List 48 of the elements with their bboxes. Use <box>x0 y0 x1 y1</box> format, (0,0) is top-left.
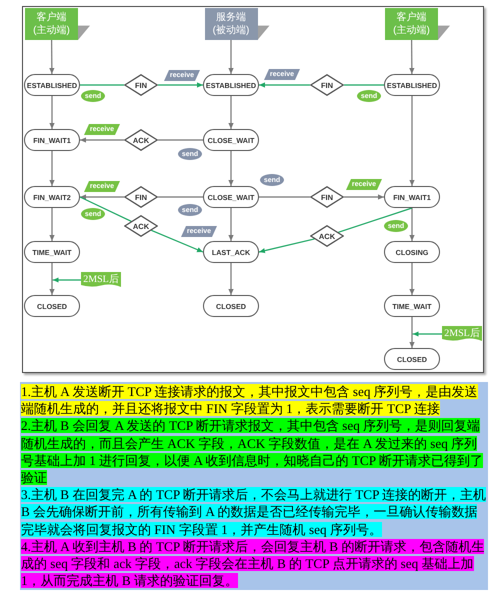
arrow <box>409 334 415 348</box>
arrow <box>80 194 124 200</box>
connector-line <box>158 196 203 198</box>
connector-line <box>158 139 203 141</box>
highlighted-paragraph: 1.主机 A 发送断开 TCP 连接请求的报文，其中报文中包含 seq 序列号，是由发送端随机生成的，并且还将报文中 FIN 字段置为 1，表示需要断开 TCP 连接 <box>21 383 479 418</box>
highlighted-paragraph: 3.主机 B 在回复完 A 的 TCP 断开请求后，不会马上就进行 TCP 连接的断开，主机 B 会先确保断开前，所有传输到 A 的数据是否已经传输完毕，一旦确认传输数据完毕就会将回复报文的 FIN 字段置 1，并产生随机 seq 序列号。 <box>21 486 488 538</box>
arrow <box>228 40 234 74</box>
connector-line <box>411 317 413 334</box>
connector-line <box>80 196 132 222</box>
note-tag: 2MSL后 <box>442 326 482 342</box>
arrow <box>49 280 55 295</box>
highlighted-paragraph: 2.主机 B 会回复 A 发送的 TCP 断开请求报文，其中包含 seq 序列号，是则回复端随机生成的，而且会产生 ACK 字段，ACK 字段数值，是在 A 发过来的 seq 序列号基础上加 1 进行回复，以便 A 收到信息时，知晓自己的 TCP 断开请求已得到了验证 <box>21 417 484 486</box>
column-header <box>25 8 78 40</box>
arrow <box>409 96 415 186</box>
connector-line <box>259 196 310 198</box>
arrow <box>412 331 442 337</box>
connector-line <box>80 84 124 86</box>
arrow <box>151 230 204 253</box>
header-title: 客户端 <box>396 11 426 24</box>
connector-line <box>51 263 53 280</box>
arrow <box>228 208 234 241</box>
arrow <box>49 208 55 241</box>
connector-line <box>344 84 384 86</box>
header-title: 服务端 <box>216 11 246 24</box>
header-title: 客户端 <box>36 11 66 24</box>
arrow <box>49 151 55 186</box>
arrow <box>228 263 234 295</box>
arrow <box>228 96 234 129</box>
connector-line <box>338 207 412 233</box>
highlighted-paragraph: 4.主机 A 收到主机 B 的 TCP 断开请求后，会回复主机 B 的断开请求，包含随机生成的 seq 字段和 ack 字段，ack 字段会在主机 B 的 TCP 点开请求的 seq 基础上加 1，从而完成主机 B 请求的验证回复。 <box>21 538 486 590</box>
arrow <box>344 194 384 200</box>
arrow <box>409 208 415 241</box>
arrow <box>49 96 55 129</box>
arrow <box>409 40 414 74</box>
arrow <box>409 263 415 295</box>
arrow <box>80 137 124 143</box>
header-subtitle: (被动端) <box>212 24 250 37</box>
arrow <box>258 238 315 254</box>
column-header <box>204 8 258 40</box>
arrow <box>259 82 310 88</box>
arrow <box>49 40 54 74</box>
column-header <box>385 8 438 40</box>
note-tag: 2MSL后 <box>81 272 121 288</box>
arrow <box>228 151 234 186</box>
header-subtitle: (主动端) <box>33 24 70 37</box>
header-subtitle: (主动端) <box>393 24 430 37</box>
arrow <box>52 277 81 283</box>
arrow <box>158 82 203 88</box>
